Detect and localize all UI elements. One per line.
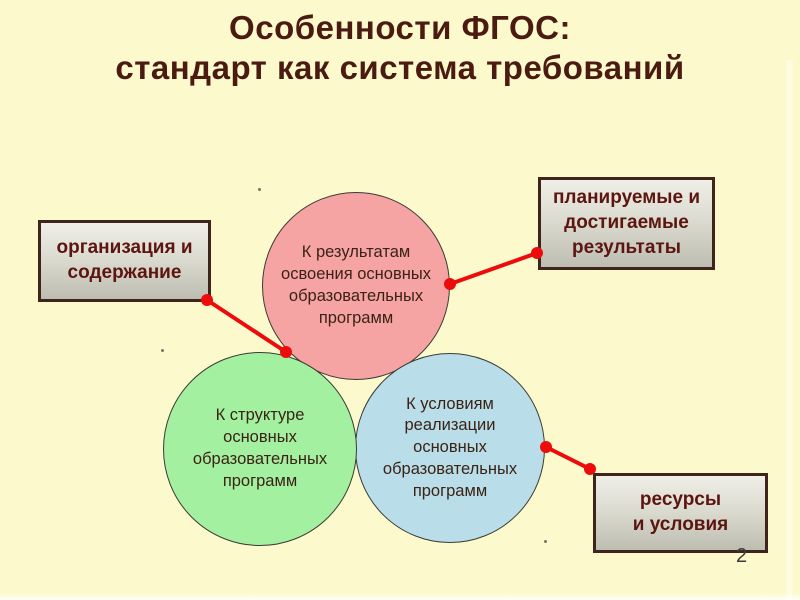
connector-line-results-to-planned <box>449 251 538 286</box>
box-organization-label: организация и содержание <box>56 237 193 283</box>
box-planned-results-label: планируемые и достигаемые результаты <box>552 187 701 258</box>
box-resources-conditions: ресурсы и условия <box>593 473 768 553</box>
circle-conditions: К условиям реализации основных образоват… <box>355 353 545 543</box>
box-organization-content: организация и содержание <box>38 220 211 302</box>
title-line-2: стандарт как система требований <box>115 49 685 87</box>
box-planned-results: планируемые и достигаемые результаты <box>538 177 715 270</box>
speck-artifact <box>544 540 547 543</box>
circle-results-label: К результатам освоения основных образова… <box>281 243 431 327</box>
slide-edge-highlight-bottom <box>0 593 800 600</box>
slide-edge-highlight-right <box>785 60 794 600</box>
circle-conditions-label: К условиям реализации основных образоват… <box>382 394 518 500</box>
speck-artifact <box>161 349 164 352</box>
circle-results: К результатам освоения основных образова… <box>262 192 450 380</box>
connector-line-conditions-to-resources <box>545 445 591 471</box>
page-number: 2 <box>736 545 748 567</box>
speck-artifact <box>258 188 261 191</box>
box-resources-conditions-label: ресурсы и условия <box>632 489 729 535</box>
circle-structure-label: К структуре основных образовательных про… <box>192 406 328 490</box>
slide-title: Особенности ФГОС: стандарт как система т… <box>0 8 800 89</box>
circle-structure: К структуре основных образовательных про… <box>163 352 357 546</box>
title-line-1: Особенности ФГОС: <box>229 9 571 46</box>
